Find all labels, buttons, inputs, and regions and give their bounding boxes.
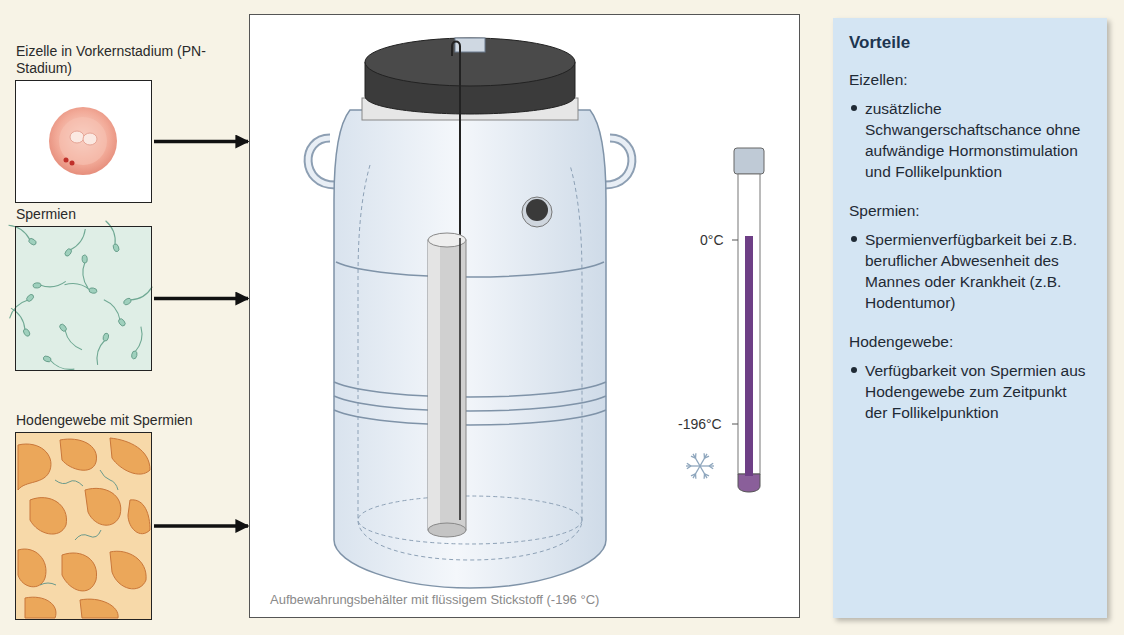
sperm-head (89, 287, 98, 294)
bullet-row: zusätzliche Schwangerschaftschance ohne … (849, 98, 1091, 182)
bullet-dot (851, 367, 857, 373)
illustration-panel: Hodengewebe mit Spermien (15, 432, 152, 620)
bullet-dot (851, 236, 857, 242)
advantage-text: zusätzliche Schwangerschaftschance ohne … (865, 98, 1091, 182)
sperm-tail (50, 360, 74, 369)
sperm-head (43, 355, 52, 363)
sperm-tail (130, 287, 152, 300)
panel-ground (15, 80, 152, 203)
panel-heading: Hodengewebe mit Spermien (16, 412, 231, 429)
sperm-tail (97, 340, 105, 365)
sperm-tail (83, 262, 88, 288)
testis-tissue (18, 438, 150, 618)
panel-heading: Spermien (16, 206, 231, 223)
sperm-tail (135, 327, 142, 352)
illustration-panel: Eizelle in Vorkernstadium (PN-Stadium) (15, 80, 152, 203)
sperm-head (102, 333, 109, 342)
frame-ground (249, 14, 800, 618)
panel-title: Vorteile (849, 32, 1091, 53)
sperm-head (64, 248, 73, 258)
flow-arrow (154, 524, 248, 528)
sperm-tail (106, 221, 116, 245)
thermometer (732, 148, 764, 492)
sperm-tail (70, 229, 85, 250)
section-row: Spermien: (849, 200, 1091, 221)
advantage-text: Spermienverfügbarkeit bei z.B. beruflich… (865, 229, 1091, 313)
panel-ground (15, 432, 152, 620)
sperm-tail (65, 330, 82, 350)
sperm-head (117, 318, 126, 327)
sperm-head (33, 282, 42, 288)
section-row: Eizellen: (849, 69, 1091, 90)
illustration-panel: Spermien (15, 226, 152, 371)
section-row: Hodengewebe: (849, 331, 1091, 352)
temperature-label: 0°C (700, 232, 724, 248)
panel-ground (15, 226, 152, 371)
tissue-sperm (40, 470, 118, 585)
panel-heading: Eizelle in Vorkernstadium (PN-Stadium) (16, 43, 231, 77)
flow-arrow (154, 297, 248, 301)
sperm-tail (9, 225, 30, 240)
panel-title-row: Vorteile (849, 32, 1091, 53)
sperm-tail (104, 300, 120, 320)
section-heading: Eizellen: (849, 69, 1091, 90)
advantage-text: Verfügbarkeit von Spermien aus Hodengewe… (865, 360, 1091, 423)
storage-frame: Aufbewahrungsbehälter mit flüssigem Stic… (249, 14, 800, 618)
sperm-tail (10, 300, 28, 318)
temperature-label: -196°C (678, 416, 722, 432)
section-heading: Hodengewebe: (849, 331, 1091, 352)
section-heading: Spermien: (849, 200, 1091, 221)
sperm-head (123, 297, 133, 306)
egg-cell (49, 107, 117, 175)
bullet-row: Spermienverfügbarkeit bei z.B. beruflich… (849, 229, 1091, 313)
sperm-head (82, 255, 88, 264)
sperm-head (28, 237, 38, 246)
sperm-head (131, 350, 138, 359)
sperm-head (112, 243, 120, 252)
sperm-head (58, 323, 67, 332)
bullet-row: Verfügbarkeit von Spermien aus Hodengewe… (849, 360, 1091, 423)
flow-arrow (154, 140, 248, 144)
bullet-dot (851, 105, 857, 111)
sperm-head (25, 293, 34, 302)
sperm-head (22, 328, 31, 338)
advantages-panel: VorteileEizellen: zusätzliche Schwangersc… (833, 18, 1107, 618)
snowflake (686, 453, 714, 479)
sperm-tail (40, 281, 66, 287)
sperm-cells (9, 221, 153, 370)
frame-caption: Aufbewahrungsbehälter mit flüssigem Stic… (268, 592, 601, 607)
dewar (308, 38, 632, 588)
